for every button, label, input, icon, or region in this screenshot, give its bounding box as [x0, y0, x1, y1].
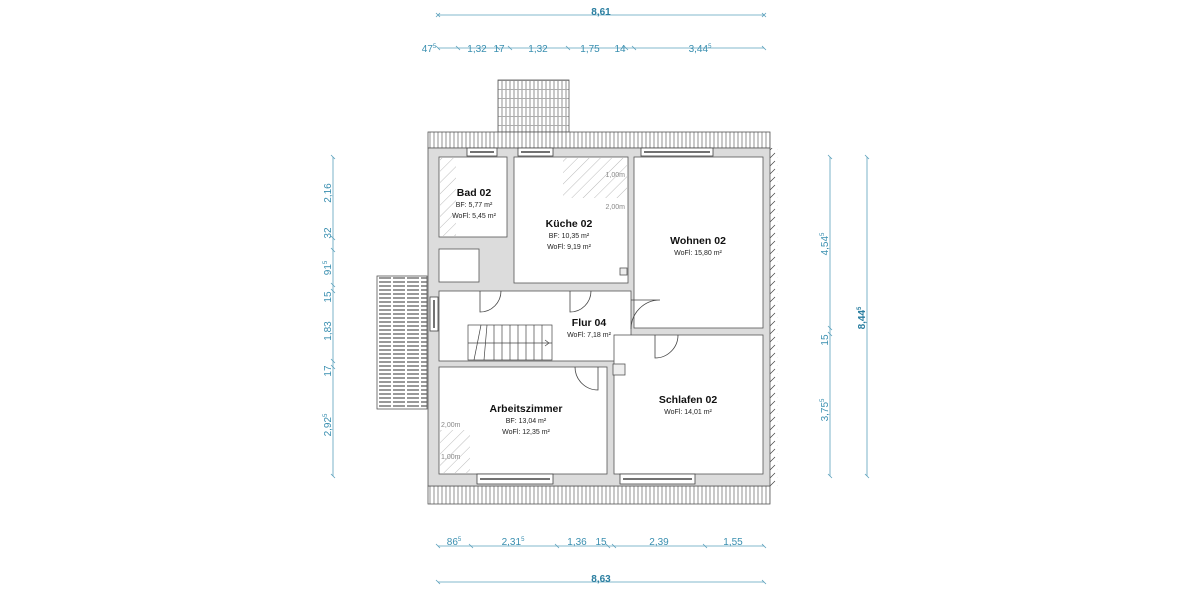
top-dimension-chain [435, 12, 767, 51]
svg-text:15: 15 [323, 291, 334, 303]
top-segment-labels: 475 1,32 17 1,32 1,75 14 3,445 [422, 44, 712, 55]
right-dimension-chain [827, 154, 870, 479]
svg-text:WoFl: 5,45 m²: WoFl: 5,45 m² [452, 213, 496, 220]
room-arbeitszimmer: Arbeitszimmer BF: 13,04 m² WoFl: 12,35 m… [490, 403, 563, 436]
svg-text:WoFl: 7,18 m²: WoFl: 7,18 m² [567, 332, 611, 339]
svg-text:WoFl: 14,01 m²: WoFl: 14,01 m² [664, 409, 712, 416]
staircase [467, 324, 553, 361]
windows [429, 147, 714, 485]
left-dimension-chain [330, 154, 336, 479]
bottom-dimension-chain [435, 543, 767, 585]
svg-text:Arbeitszimmer: Arbeitszimmer [490, 403, 563, 415]
svg-text:4,545: 4,545 [820, 232, 831, 255]
eave-right [770, 148, 778, 486]
svg-text:8,445: 8,445 [857, 306, 868, 329]
bottom-total-dimension: 8,63 [591, 574, 611, 585]
svg-text:15: 15 [820, 334, 831, 346]
low-ceiling-hatch-bad [440, 158, 456, 236]
svg-text:475: 475 [422, 44, 437, 55]
left-segment-labels: 2,16 32 915 15 1,83 17 2,925 [323, 183, 334, 437]
svg-text:865: 865 [447, 537, 462, 548]
svg-text:BF: 13,04 m²: BF: 13,04 m² [506, 418, 547, 425]
svg-text:1,32: 1,32 [528, 44, 548, 55]
svg-text:2,315: 2,315 [502, 537, 525, 548]
walls [427, 147, 771, 487]
svg-text:Wohnen 02: Wohnen 02 [670, 235, 726, 247]
svg-text:WoFl: 12,35 m²: WoFl: 12,35 m² [502, 429, 550, 436]
height-mark: 1,00m [441, 454, 461, 461]
svg-text:Bad 02: Bad 02 [457, 187, 492, 199]
svg-text:1,32: 1,32 [467, 44, 487, 55]
svg-text:Schlafen 02: Schlafen 02 [659, 394, 718, 406]
roof-bottom-edge [427, 485, 771, 505]
svg-text:BF: 5,77 m²: BF: 5,77 m² [456, 202, 493, 209]
svg-text:17: 17 [323, 365, 334, 377]
svg-text:Küche 02: Küche 02 [546, 218, 593, 230]
height-mark: 2,00m [606, 204, 626, 211]
svg-text:15: 15 [595, 537, 607, 548]
svg-text:17: 17 [493, 44, 505, 55]
svg-text:BF: 10,35 m²: BF: 10,35 m² [549, 233, 590, 240]
svg-text:1,75: 1,75 [580, 44, 600, 55]
svg-text:32: 32 [323, 227, 334, 239]
low-ceiling-hatch-kueche [563, 158, 627, 198]
chimney [497, 79, 570, 133]
svg-text:WoFl: 15,80 m²: WoFl: 15,80 m² [674, 250, 722, 257]
svg-text:WoFl: 9,19 m²: WoFl: 9,19 m² [547, 244, 591, 251]
height-mark: 2,00m [441, 422, 461, 429]
svg-text:1,55: 1,55 [723, 537, 743, 548]
svg-text:14: 14 [614, 44, 626, 55]
svg-text:Flur 04: Flur 04 [572, 317, 607, 329]
room-bad: Bad 02 BF: 5,77 m² WoFl: 5,45 m² [452, 187, 496, 220]
svg-text:2,39: 2,39 [649, 537, 669, 548]
svg-text:1,36: 1,36 [567, 537, 587, 548]
right-segment-labels: 4,545 15 3,755 8,445 [820, 232, 868, 421]
height-mark: 1,00m [606, 172, 626, 179]
roof-top-edge [427, 131, 771, 149]
svg-text:3,445: 3,445 [689, 44, 712, 55]
doors [479, 290, 679, 391]
svg-text:3,755: 3,755 [820, 398, 831, 421]
top-total-dimension: 8,61 [591, 7, 611, 18]
room-flur: Flur 04 WoFl: 7,18 m² [567, 317, 611, 339]
bottom-segment-labels: 865 2,315 1,36 15 2,39 1,55 [447, 537, 743, 548]
svg-text:1,83: 1,83 [323, 321, 334, 341]
low-ceiling-hatch-arbeitszimmer [440, 430, 470, 473]
room-wohnen: Wohnen 02 WoFl: 15,80 m² [670, 235, 726, 257]
dormer-roof-left [376, 275, 428, 410]
svg-text:2,16: 2,16 [323, 183, 334, 203]
room-kueche: Küche 02 BF: 10,35 m² WoFl: 9,19 m² [546, 218, 593, 251]
room-schlafen: Schlafen 02 WoFl: 14,01 m² [659, 394, 718, 416]
svg-text:2,925: 2,925 [323, 413, 334, 436]
svg-text:915: 915 [323, 260, 334, 275]
